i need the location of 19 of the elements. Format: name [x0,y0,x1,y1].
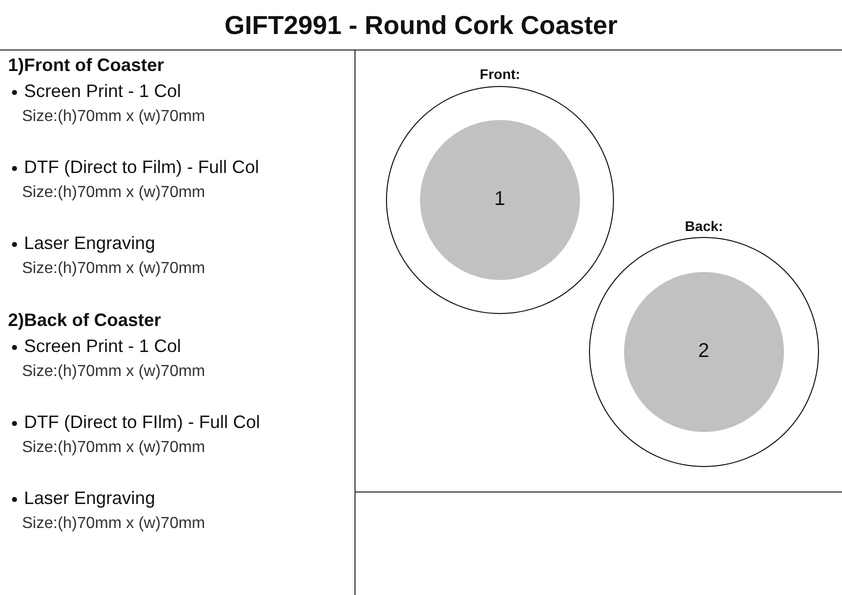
title: GIFT2991 - Round Cork Coaster [224,10,618,41]
view-label: Back: [684,218,724,234]
size-note: Size:(h)70mm x (w)70mm [22,108,206,126]
size-note: Size:(h)70mm x (w)70mm [22,363,206,381]
print-area: 2 [624,272,784,432]
size-note: Size:(h)70mm x (w)70mm [22,184,206,202]
view-label: Front: [480,66,520,82]
print-method: DTF (Direct to Film) - Full Col [24,158,259,178]
print-method: Screen Print - 1 Col [24,337,182,357]
size-note: Size:(h)70mm x (w)70mm [22,439,206,457]
print-method: Screen Print - 1 Col [24,82,182,102]
print-method: DTF (Direct to FIlm) - Full Col [24,413,260,433]
section-heading: 1)Front of Coaster [8,56,164,76]
size-note: Size:(h)70mm x (w)70mm [22,515,206,533]
print-method: Laser Engraving [24,234,156,254]
print-area: 1 [420,120,580,280]
section-heading: 2)Back of Coaster [8,311,162,331]
size-note: Size:(h)70mm x (w)70mm [22,260,206,278]
print-method: Laser Engraving [24,489,156,509]
